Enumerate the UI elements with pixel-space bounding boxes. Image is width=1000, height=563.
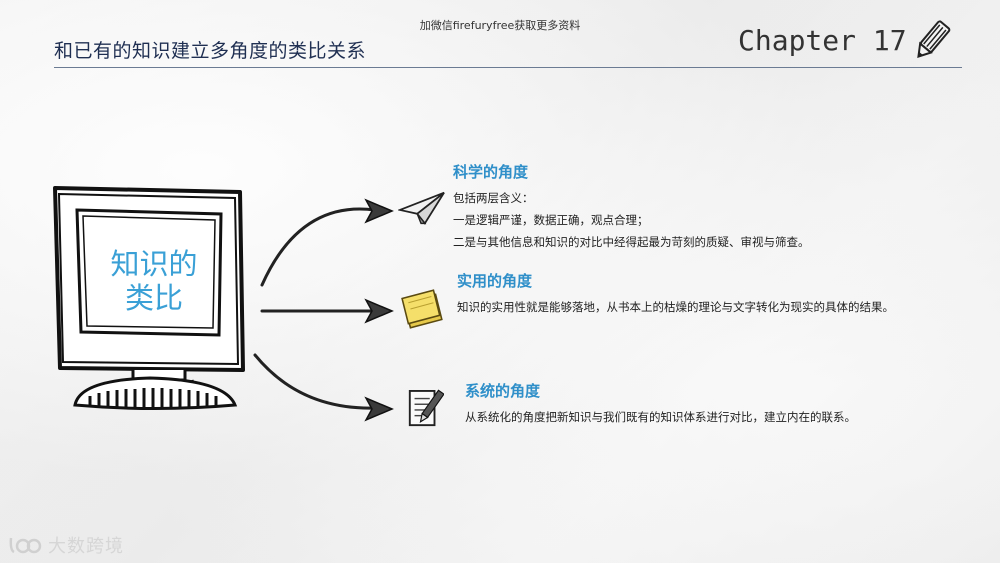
arrowhead-science bbox=[364, 198, 394, 224]
arrow-science bbox=[260, 207, 377, 287]
section-title-practical: 实用的角度 bbox=[457, 272, 533, 290]
section-text-practical: 知识的实用性就是能够落地，从书本上的枯燥的理论与文字转化为现实的具体的结果。 bbox=[457, 300, 894, 314]
science-line-1: 包括两层含义： bbox=[453, 191, 534, 205]
watermark: 大数跨境 bbox=[8, 532, 124, 558]
pencil-icon bbox=[917, 20, 951, 58]
header-rule bbox=[54, 67, 962, 68]
section-title-science: 科学的角度 bbox=[453, 163, 529, 181]
watermark-text: 大数跨境 bbox=[48, 536, 124, 557]
top-note: 加微信firefuryfree获取更多资料 bbox=[419, 19, 581, 32]
watermark-logo-icon bbox=[9, 537, 42, 554]
screen-text-line2: 类比 bbox=[124, 281, 183, 315]
screen-text: 知识的 类比 bbox=[95, 247, 213, 315]
arrow-system bbox=[253, 353, 377, 410]
arrowhead-practical bbox=[364, 298, 394, 324]
section-text-science: 包括两层含义： 一是逻辑严谨，数据正确，观点合理； 二是与其他信息和知识的对比中… bbox=[453, 187, 810, 253]
science-line-3: 二是与其他信息和知识的对比中经得起最为苛刻的质疑、审视与筛查。 bbox=[453, 235, 810, 249]
section-title-system: 系统的角度 bbox=[465, 382, 541, 400]
sticky-notes-icon bbox=[401, 289, 443, 329]
chapter-label: Chapter 17 bbox=[738, 24, 907, 57]
notepad-pencil-icon bbox=[408, 389, 444, 427]
arrowhead-system bbox=[364, 396, 394, 422]
screen-text-line1: 知识的 bbox=[110, 247, 198, 281]
computer-icon bbox=[53, 186, 245, 410]
science-line-2: 一是逻辑严谨，数据正确，观点合理； bbox=[453, 213, 649, 227]
page-title: 和已有的知识建立多角度的类比关系 bbox=[54, 40, 367, 62]
paper-plane-icon bbox=[398, 191, 445, 225]
section-text-system: 从系统化的角度把新知识与我们既有的知识体系进行对比，建立内在的联系。 bbox=[465, 410, 856, 424]
